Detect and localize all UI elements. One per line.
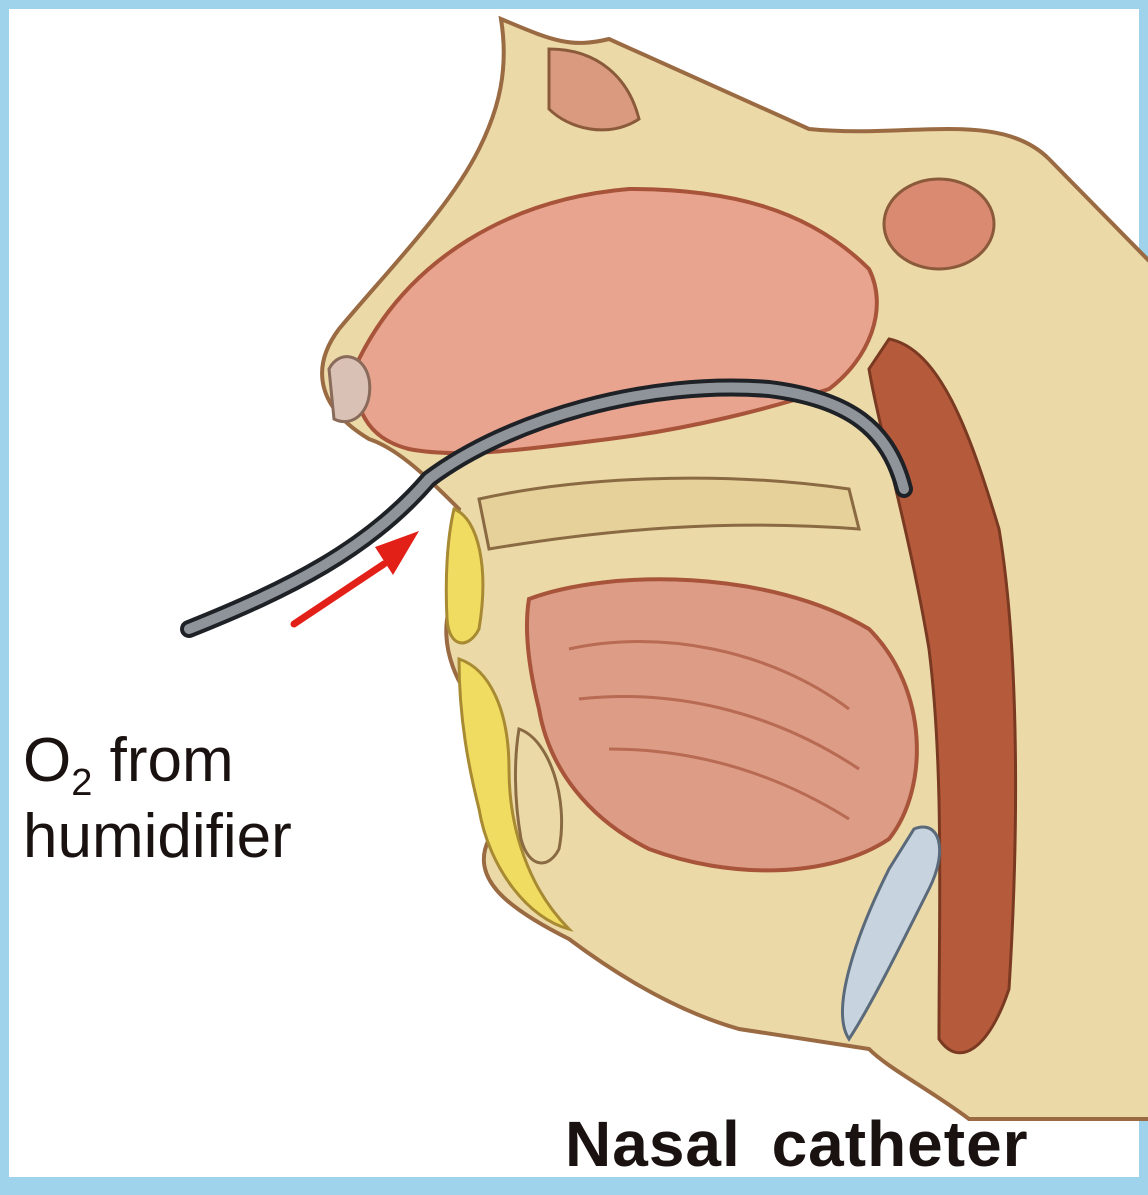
oxygen-source-label: O2 from <box>23 725 234 805</box>
o2-from-text: from <box>92 726 233 795</box>
head-cross-section-illustration <box>9 9 1148 1195</box>
o2-letter: O <box>23 726 71 795</box>
nasal-cartilage <box>329 357 370 422</box>
o2-subscript: 2 <box>71 762 92 804</box>
sphenoid-sinus <box>884 179 994 269</box>
humidifier-label: humidifier <box>23 801 292 873</box>
figure-title: Nasal catheter <box>565 1107 1029 1181</box>
